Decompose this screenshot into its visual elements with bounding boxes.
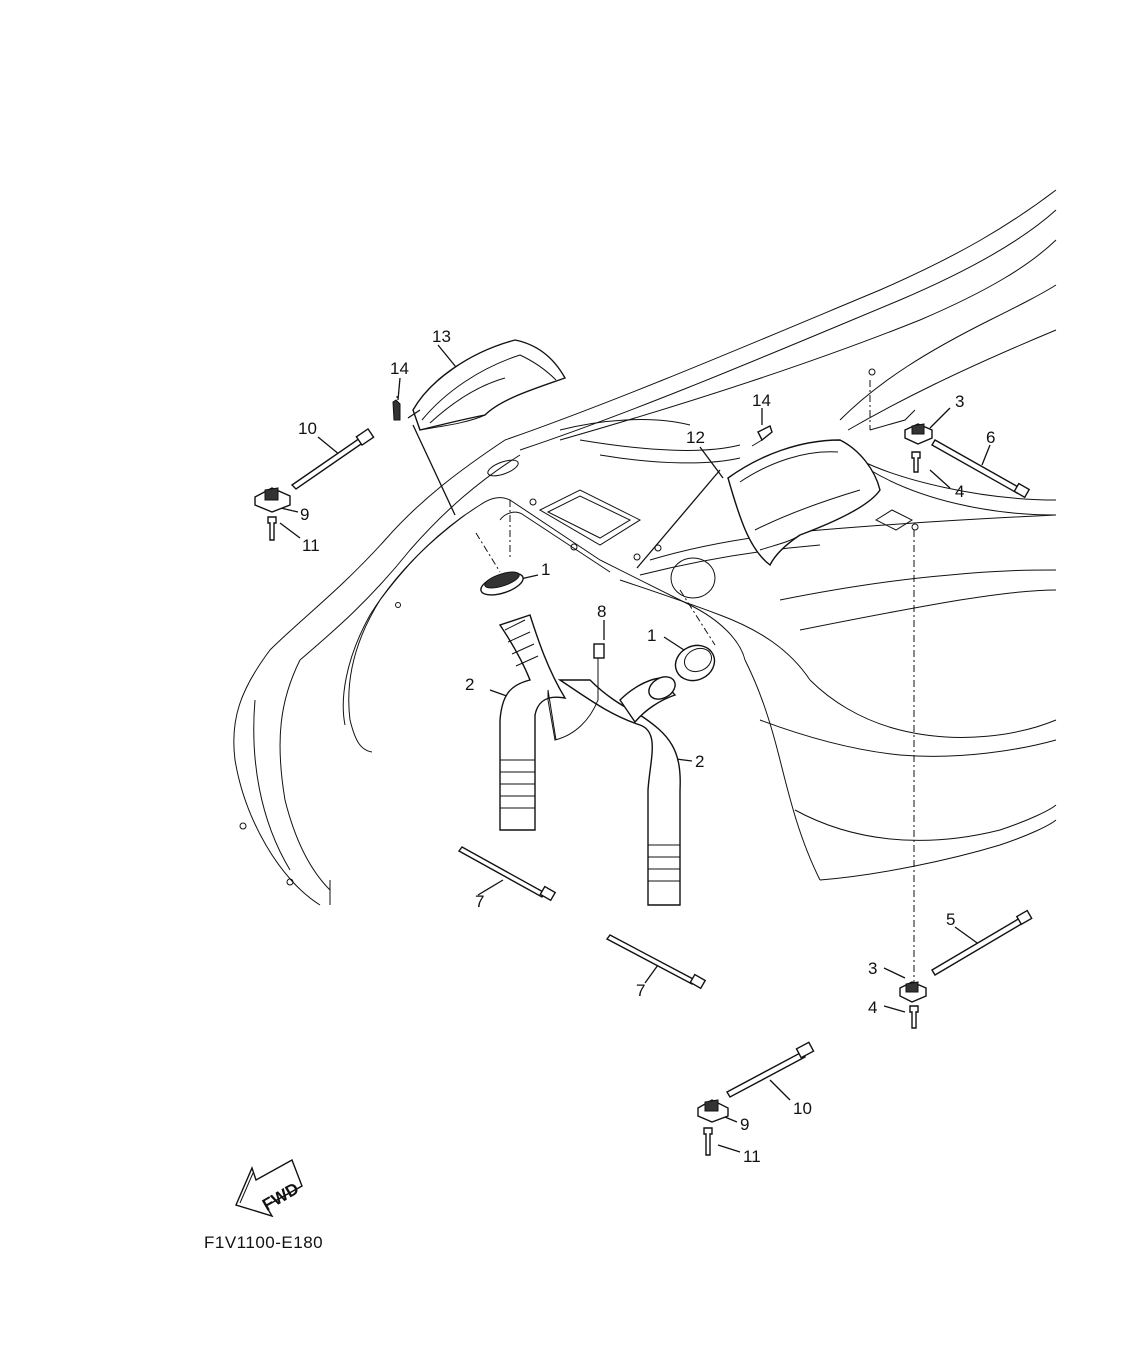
callout-2-left: 2 bbox=[465, 675, 474, 694]
callout-3-lower: 3 bbox=[868, 959, 877, 978]
callout-11-lower: 11 bbox=[743, 1147, 761, 1166]
part-10-cable-tie-left bbox=[290, 427, 375, 490]
deck-outline bbox=[233, 189, 1057, 906]
callout-11-left: 11 bbox=[302, 536, 320, 555]
part-5-cable-tie bbox=[931, 909, 1033, 976]
part-9-clamp-left bbox=[254, 487, 291, 513]
part-1-grommet-right bbox=[674, 644, 716, 682]
callout-5: 5 bbox=[946, 910, 955, 929]
part-14-rivet-left bbox=[392, 396, 421, 421]
part-14-rivet-right bbox=[751, 425, 773, 447]
part-10-cable-tie-lower bbox=[726, 1041, 815, 1098]
part-12-cover bbox=[727, 439, 881, 567]
part-3-clamp-lower bbox=[899, 981, 927, 1003]
part-3-clamp-upper bbox=[904, 423, 933, 445]
callout-9-left: 9 bbox=[300, 505, 309, 524]
part-11-rivet-left bbox=[267, 516, 277, 541]
callout-2-right: 2 bbox=[695, 752, 704, 771]
callout-7-left: 7 bbox=[475, 892, 484, 911]
callout-1-left: 1 bbox=[541, 560, 550, 579]
part-7-cable-tie-left bbox=[457, 846, 557, 902]
callout-4-lower: 4 bbox=[868, 998, 877, 1017]
part-1-grommet-left bbox=[480, 571, 524, 596]
callout-1-right: 1 bbox=[647, 626, 656, 645]
part-6-cable-tie bbox=[931, 439, 1031, 499]
callout-4-upper: 4 bbox=[955, 482, 964, 501]
callout-6: 6 bbox=[986, 428, 995, 447]
callout-12: 12 bbox=[686, 428, 705, 447]
callout-8: 8 bbox=[597, 602, 606, 621]
callout-9-lower: 9 bbox=[740, 1115, 749, 1134]
callout-13: 13 bbox=[432, 327, 451, 346]
callout-10-lower: 10 bbox=[793, 1099, 812, 1118]
callout-numbers: 13 14 10 9 11 1 8 1 2 2 7 7 12 14 3 6 4 … bbox=[298, 327, 995, 1166]
part-2-hose-right bbox=[557, 676, 681, 906]
drawing-code: F1V1100-E180 bbox=[204, 1233, 323, 1252]
part-2-hose-left bbox=[498, 614, 567, 831]
part-9-clamp-lower bbox=[697, 1099, 729, 1123]
part-4-rivet-upper bbox=[911, 451, 921, 473]
leader-lines bbox=[271, 344, 991, 1153]
part-7-cable-tie-right bbox=[605, 934, 707, 990]
part-8-band bbox=[547, 643, 605, 741]
callout-3-upper: 3 bbox=[955, 392, 964, 411]
callout-7-right: 7 bbox=[636, 981, 645, 1000]
callout-10-left: 10 bbox=[298, 419, 317, 438]
fwd-arrow-icon: FWD bbox=[235, 1158, 303, 1218]
part-4-rivet-lower bbox=[909, 1005, 919, 1029]
part-13-cover bbox=[412, 339, 567, 431]
part-11-rivet-lower bbox=[703, 1127, 713, 1156]
callout-14-right: 14 bbox=[752, 391, 771, 410]
callout-14-left: 14 bbox=[390, 359, 409, 378]
